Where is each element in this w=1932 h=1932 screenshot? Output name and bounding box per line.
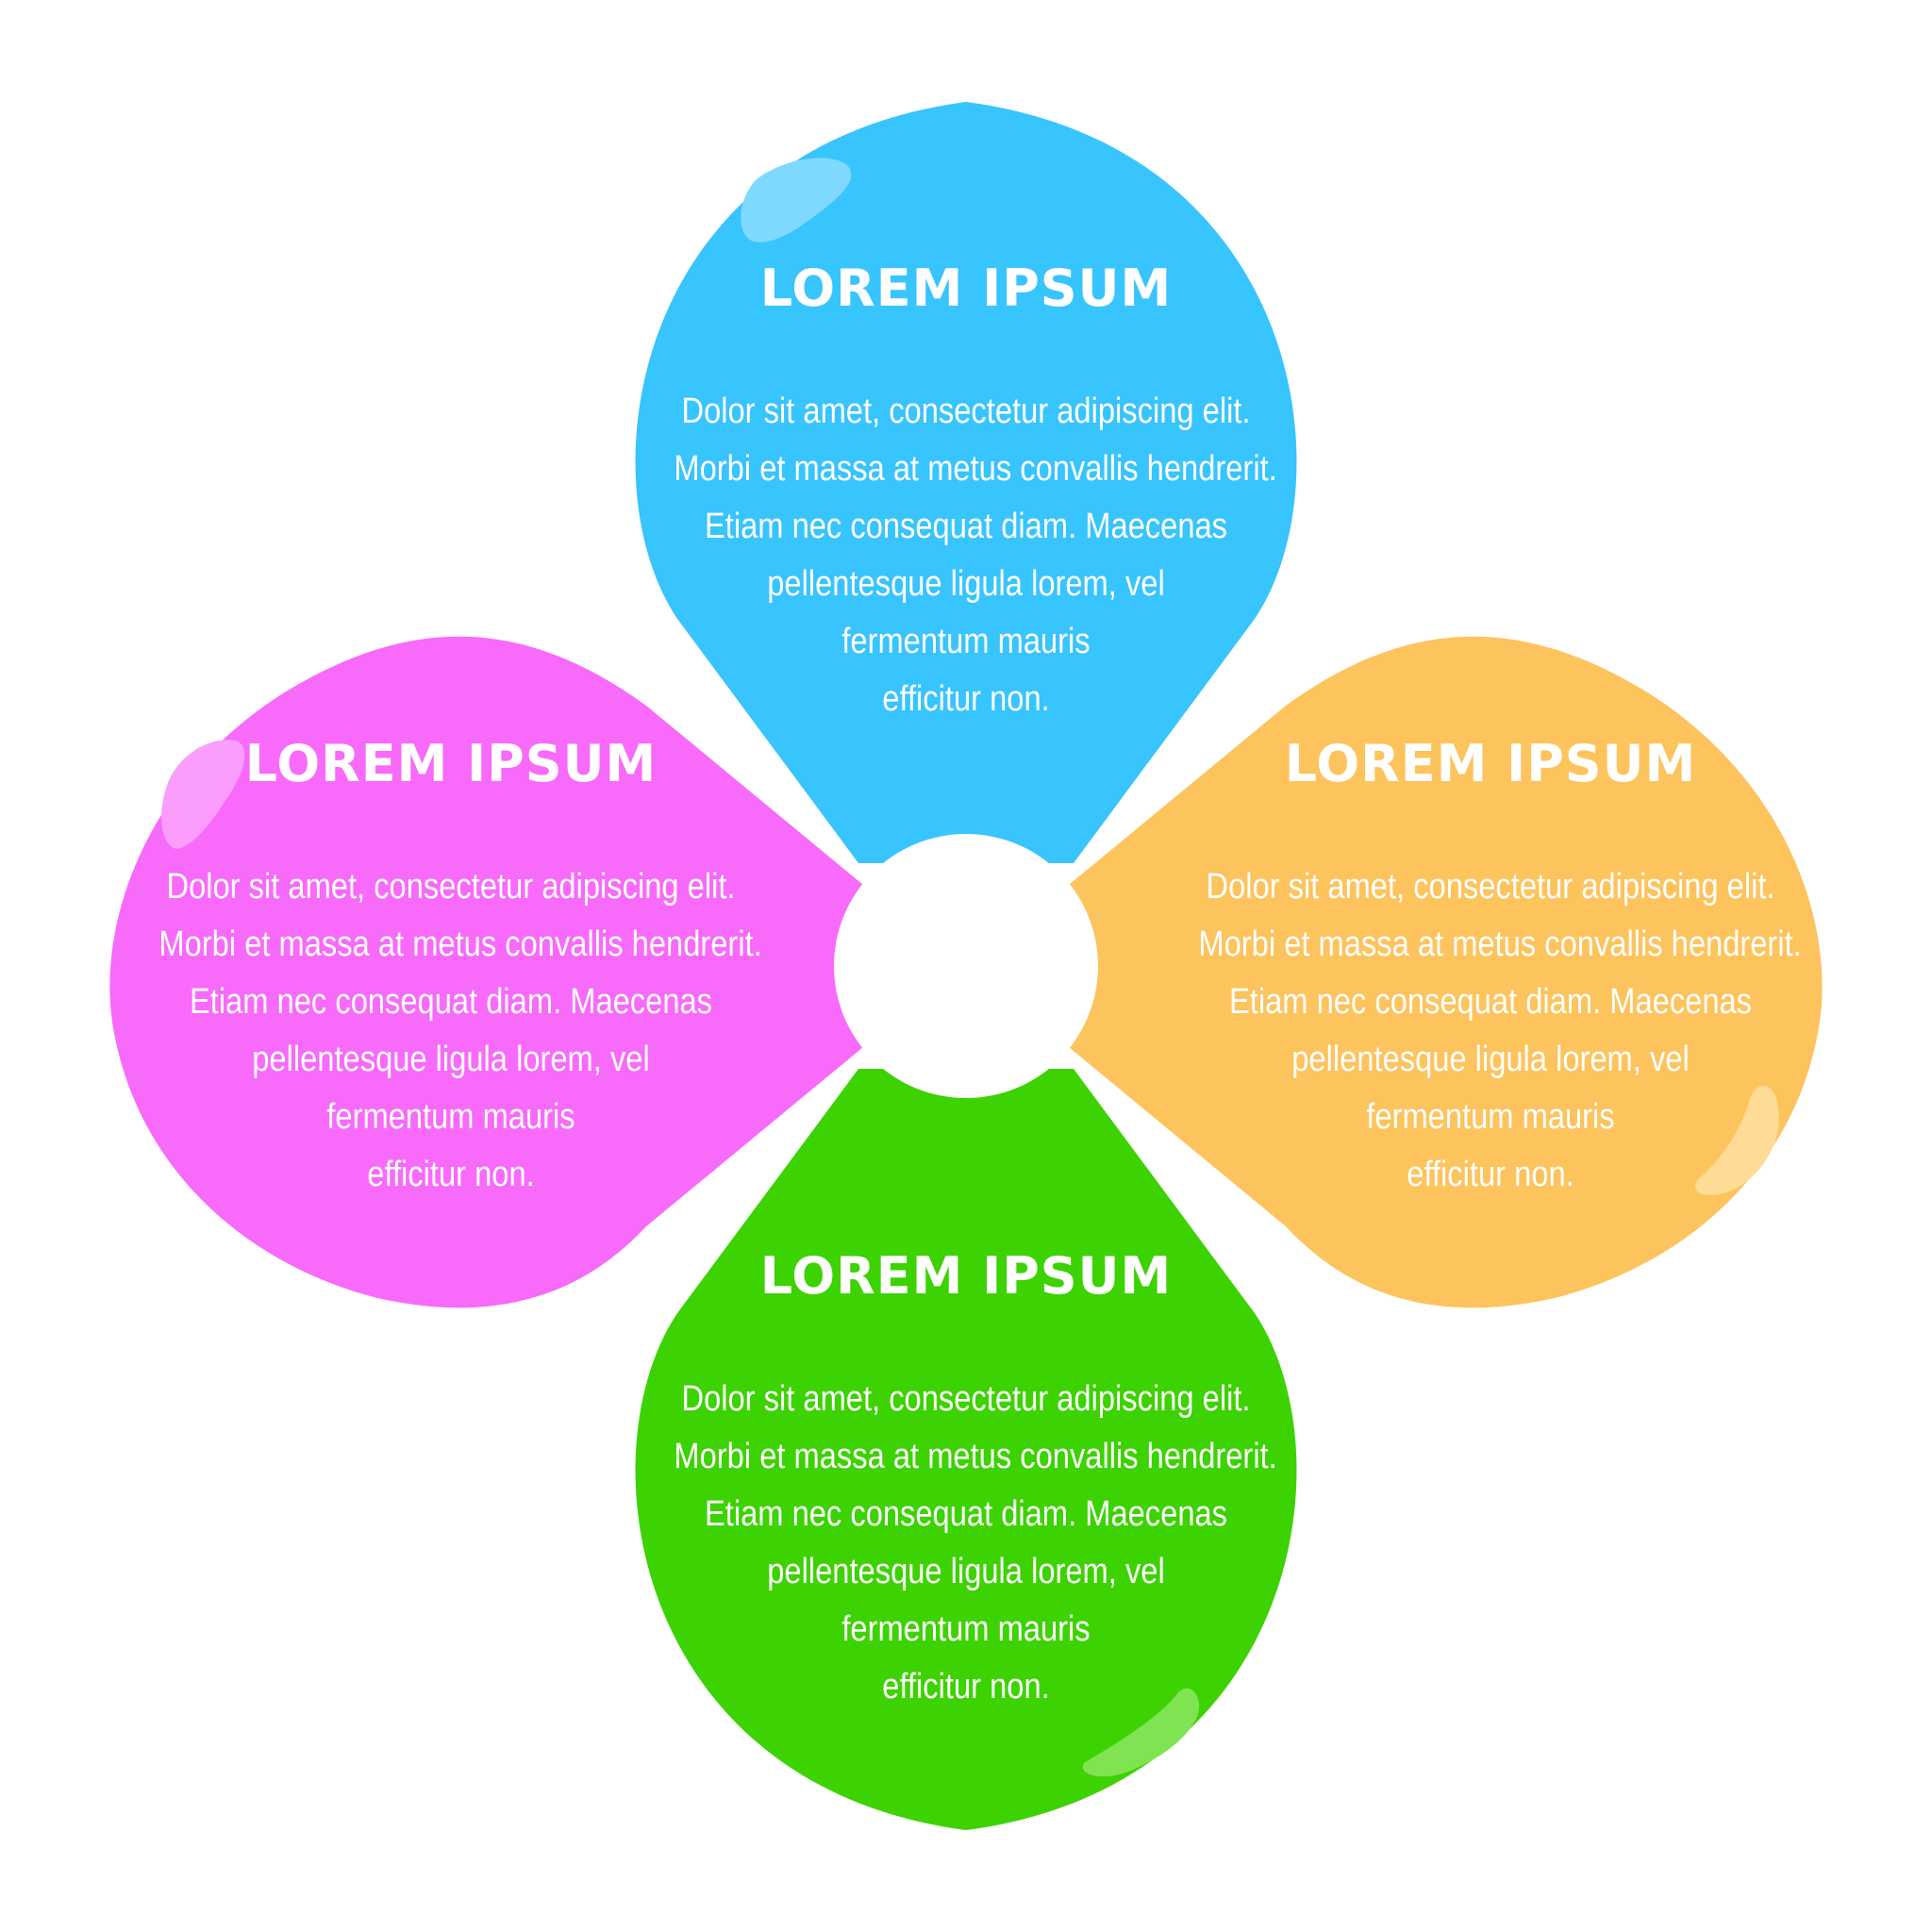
petal-right-line: efficitur non. — [1407, 1155, 1574, 1194]
petal-top-body: Dolor sit amet, consectetur adipiscing e… — [674, 383, 1277, 728]
petal-left-highlight — [161, 740, 245, 849]
petal-bottom-body: Dolor sit amet, consectetur adipiscing e… — [674, 1371, 1277, 1716]
petal-top-shape — [635, 102, 1297, 863]
petal-right-highlight — [1695, 1086, 1779, 1195]
petal-top-title: LOREM IPSUM — [759, 258, 1173, 318]
petal-bottom-line: Etiam nec consequat diam. Maecenas — [704, 1494, 1228, 1534]
petal-left-line: Dolor sit amet, consectetur adipiscing e… — [166, 867, 736, 907]
center-circle — [834, 834, 1098, 1098]
petal-right-title: LOREM IPSUM — [1284, 734, 1697, 793]
petal-right-line: Dolor sit amet, consectetur adipiscing e… — [1206, 867, 1775, 907]
petal-left-line: pellentesque ligula lorem, vel — [252, 1040, 650, 1079]
petal-bottom-shape — [635, 1069, 1297, 1830]
petal-top-text: LOREM IPSUM Dolor sit amet, consectetur … — [626, 258, 1306, 728]
petal-left-shape — [109, 636, 864, 1308]
petal-right-line: pellentesque ligula lorem, vel — [1291, 1040, 1690, 1079]
petal-top-line: pellentesque ligula lorem, vel — [767, 564, 1165, 604]
petal-bottom-title: LOREM IPSUM — [759, 1246, 1173, 1306]
petal-top-line: efficitur non. — [882, 679, 1050, 719]
petal-right-text: LOREM IPSUM Dolor sit amet, consectetur … — [1151, 734, 1830, 1204]
petal-right-line: Etiam nec consequat diam. Maecenas — [1228, 982, 1753, 1022]
petal-bottom-line: Dolor sit amet, consectetur adipiscing e… — [681, 1379, 1251, 1419]
petal-left-title: LOREM IPSUM — [244, 734, 658, 793]
petal-top-line: Morbi et massa at metus convallis hendre… — [674, 449, 1277, 489]
petal-bottom-line: pellentesque ligula lorem, vel — [767, 1552, 1165, 1591]
petal-left-line: Etiam nec consequat diam. Maecenas — [189, 982, 713, 1022]
petal-right-shape — [1069, 636, 1823, 1308]
petal-left-line: fermentum mauris — [326, 1097, 575, 1137]
petal-bottom-text: LOREM IPSUM Dolor sit amet, consectetur … — [626, 1246, 1306, 1716]
petal-top-line: fermentum mauris — [841, 622, 1091, 661]
petal-right-line: fermentum mauris — [1366, 1097, 1615, 1137]
petal-left-line: Morbi et massa at metus convallis hendre… — [158, 924, 762, 964]
petal-bottom-highlight — [1082, 1688, 1200, 1777]
petal-top-line: Etiam nec consequat diam. Maecenas — [704, 507, 1228, 546]
petal-top-highlight — [741, 158, 852, 242]
petal-left-text: LOREM IPSUM Dolor sit amet, consectetur … — [111, 734, 791, 1204]
petal-bottom-line: efficitur non. — [882, 1667, 1050, 1707]
petal-right-body: Dolor sit amet, consectetur adipiscing e… — [1198, 858, 1802, 1204]
petal-top-line: Dolor sit amet, consectetur adipiscing e… — [681, 391, 1251, 431]
petal-bottom-line: fermentum mauris — [841, 1609, 1091, 1649]
petal-left-line: efficitur non. — [367, 1155, 535, 1194]
petal-bottom-line: Morbi et massa at metus convallis hendre… — [674, 1437, 1277, 1476]
petal-left-body: Dolor sit amet, consectetur adipiscing e… — [158, 858, 762, 1204]
petal-right-line: Morbi et massa at metus convallis hendre… — [1198, 924, 1802, 964]
